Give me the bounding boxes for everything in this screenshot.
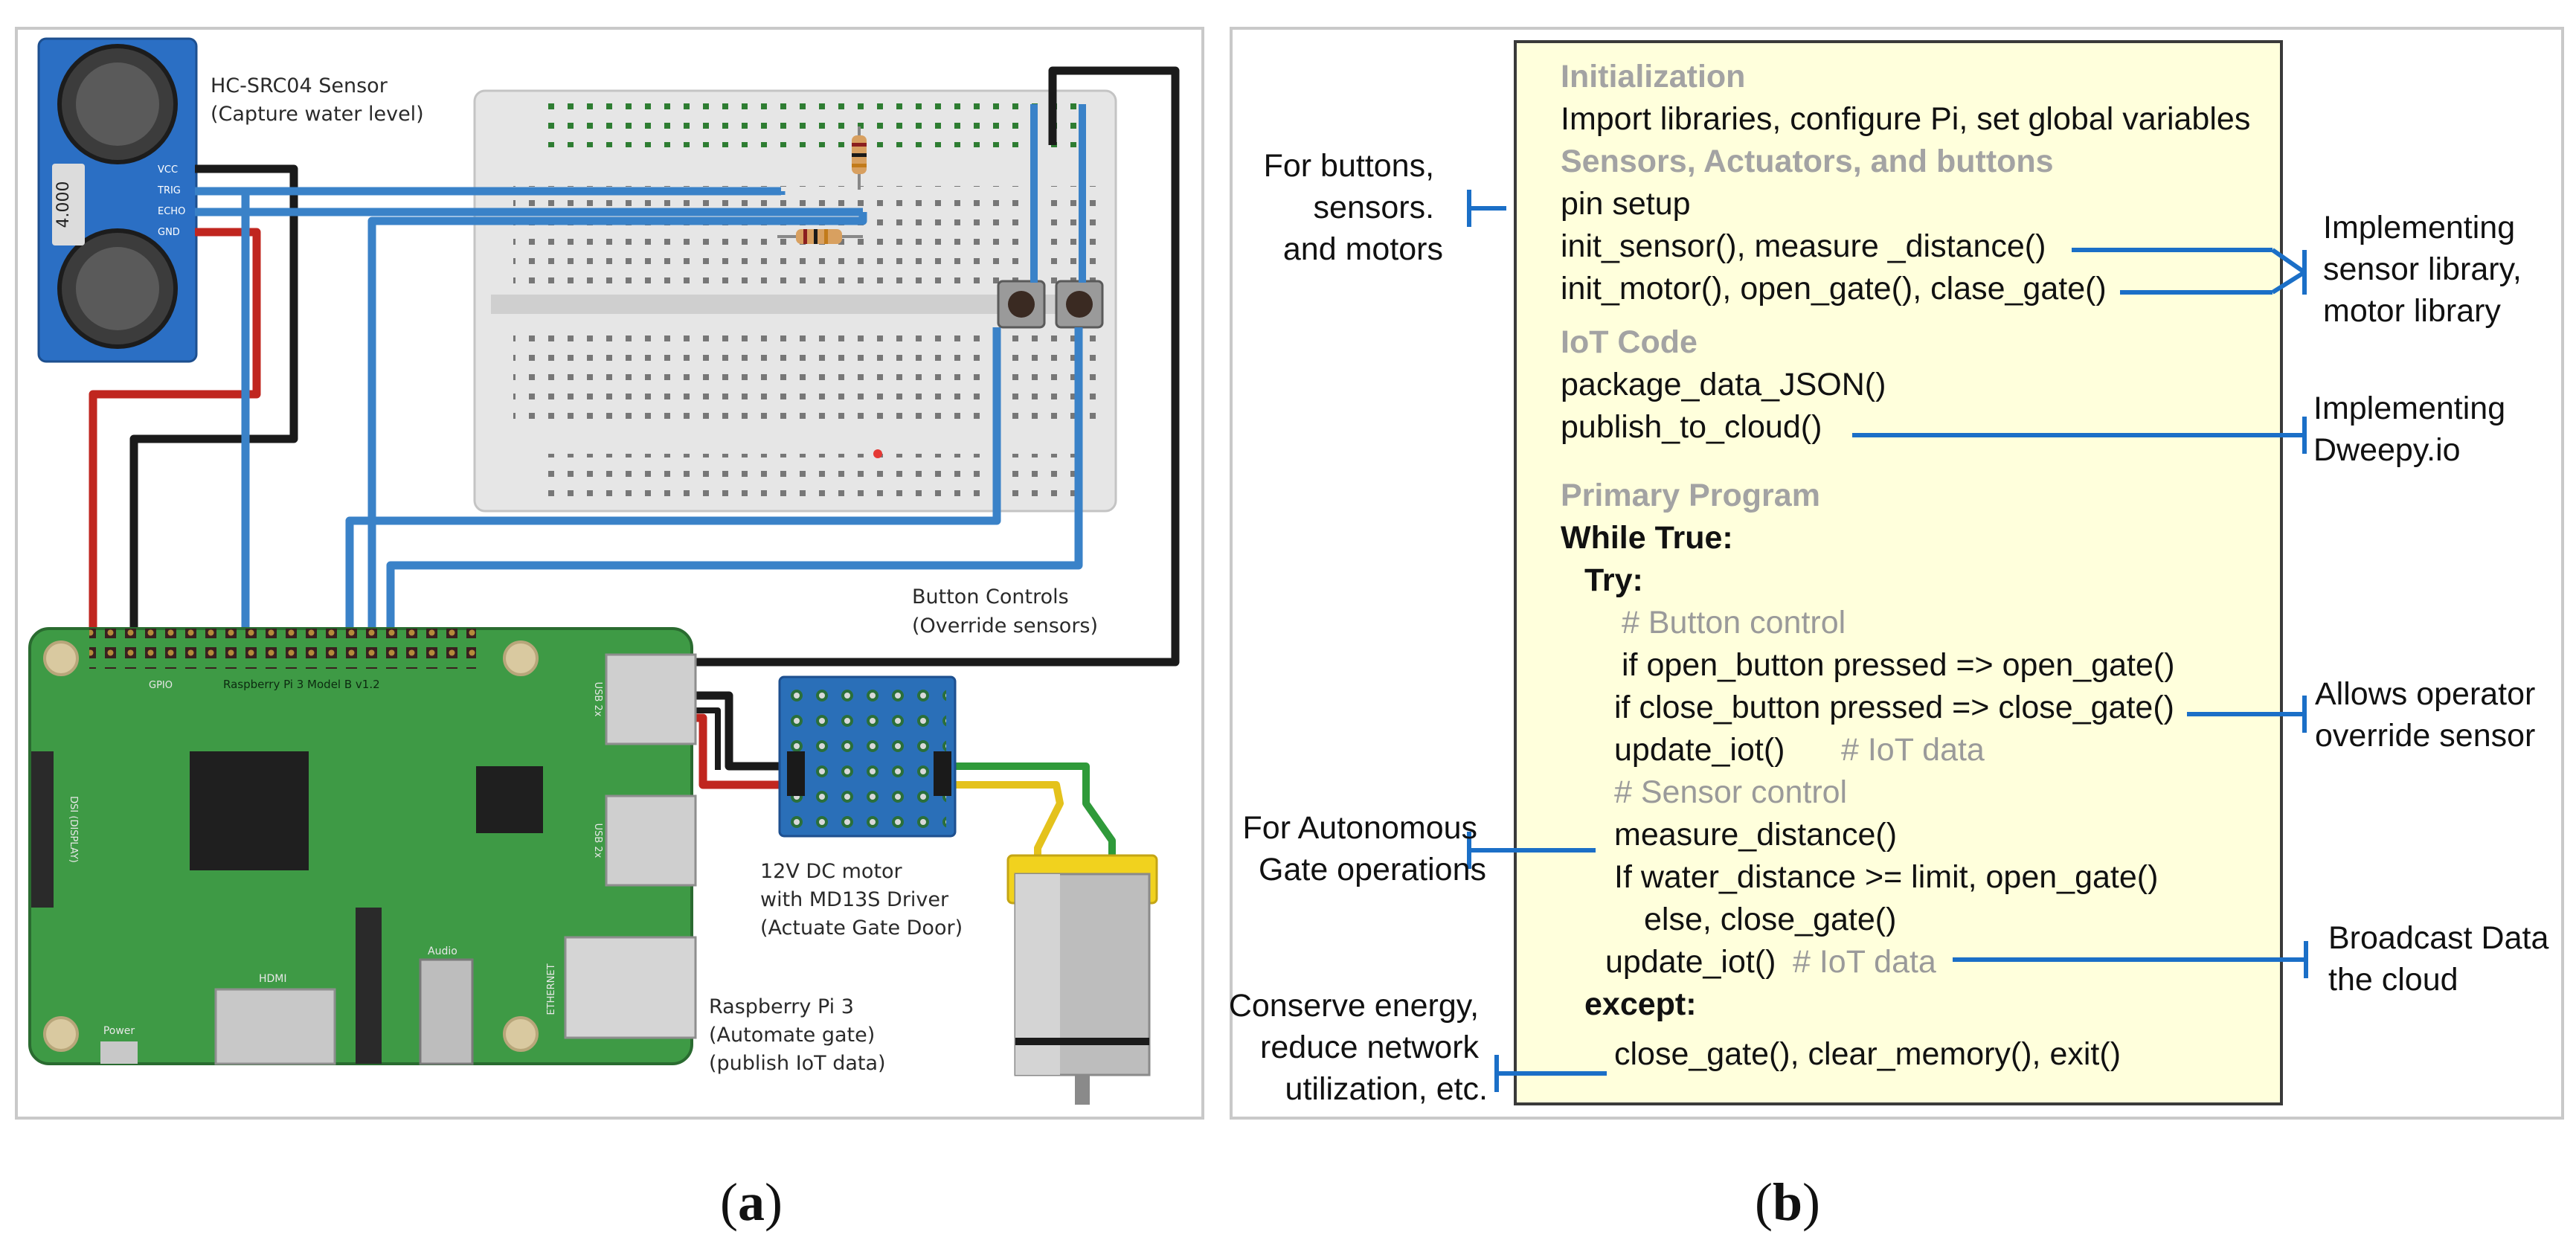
annotation-right-broadcast: Broadcast Data the cloud (2328, 920, 2557, 998)
buttons-title: Button Controls (912, 585, 1069, 609)
code-lines: Initialization Import libraries, configu… (1561, 59, 2250, 1072)
code-line: measure_distance() (1614, 817, 1897, 853)
dc-motor (1006, 854, 1158, 1105)
resistor-2 (777, 229, 863, 244)
code-line: publish_to_cloud() (1561, 409, 1822, 445)
connectors (1467, 190, 2308, 1092)
code-box (1514, 40, 2283, 1105)
code-line: else, close_gate() (1644, 902, 1896, 937)
ultrasonic-sensor: 4.000 VCC TRIG ECHO GND (37, 37, 198, 363)
pi-label-3: (publish IoT data) (709, 1052, 886, 1075)
code-line: except: (1584, 986, 1697, 1022)
code-line: if open_button pressed => open_gate() (1622, 647, 2175, 683)
code-line-comment: # IoT data (1841, 732, 1985, 768)
push-button-close (1055, 280, 1104, 329)
code-line: Initialization (1561, 59, 1745, 94)
code-line: # Sensor control (1614, 774, 1847, 810)
raspberry-pi-board: Raspberry Pi 3 Model B v1.2 GPIO HDMI Au… (28, 627, 697, 1065)
annotation-right-override: Allows operator override sensor (2315, 676, 2544, 754)
annotation-left-autonomous: For Autonomous Gate operations (1243, 810, 1486, 887)
code-line-comment: # IoT data (1793, 944, 1936, 980)
power-label: Power (103, 1025, 135, 1037)
sensor-pin-gnd: GND (158, 227, 180, 238)
annotation-left-buttons: For buttons, sensors. and motors (1264, 148, 1443, 267)
resistor-1 (852, 126, 867, 190)
code-line: If water_distance >= limit, open_gate() (1614, 859, 2158, 895)
usb-1-label: USB 2x (592, 682, 603, 717)
push-button-open (997, 280, 1046, 329)
code-line: update_iot() (1614, 732, 1785, 768)
pi-label-2: (Automate gate) (709, 1024, 875, 1047)
motor-label-1: 12V DC motor (760, 860, 903, 883)
buttons-subtitle: (Override sensors) (912, 614, 1098, 638)
code-line: IoT Code (1561, 324, 1697, 360)
code-line: Try: (1584, 562, 1643, 598)
annotation-left-conserve: Conserve energy, reduce network utilizat… (1229, 988, 1488, 1107)
panel-b: Initialization Import libraries, configu… (1229, 27, 2564, 1232)
code-line: close_gate(), clear_memory(), exit() (1614, 1036, 2121, 1072)
panel-a-labels: HC-SRC04 Sensor (Capture water level) Bu… (211, 74, 1098, 1075)
code-line: Import libraries, configure Pi, set glob… (1561, 101, 2250, 137)
code-line: package_data_JSON() (1561, 367, 1886, 402)
code-line: Primary Program (1561, 478, 1820, 513)
sensor-face-text: 4.000 (54, 182, 73, 228)
code-line: update_iot() (1605, 944, 1776, 980)
hdmi-label: HDMI (259, 973, 287, 985)
code-line: init_motor(), open_gate(), clase_gate() (1561, 271, 2107, 306)
pi-gpio-text: GPIO (149, 680, 173, 691)
code-line: Sensors, Actuators, and buttons (1561, 144, 2054, 179)
breadboard (473, 89, 1117, 513)
panel-a: 4.000 VCC TRIG ECHO GND (15, 27, 1204, 1232)
code-line: While True: (1561, 520, 1733, 556)
code-line: if close_button pressed => close_gate() (1614, 690, 2174, 725)
code-line: pin setup (1561, 186, 1691, 222)
caption-b: (b) (1755, 1172, 1820, 1232)
motor-label-2: with MD13S Driver (760, 888, 949, 911)
motor-driver (778, 675, 957, 838)
sensor-pin-echo: ECHO (158, 206, 185, 217)
code-line: init_sensor(), measure _distance() (1561, 228, 2046, 264)
motor-label-3: (Actuate Gate Door) (760, 916, 963, 940)
annotation-right-dweepy: Implementing Dweepy.io (2313, 391, 2514, 468)
annotation-right-libraries: Implementing sensor library, motor libra… (2323, 210, 2531, 329)
pi-model-text: Raspberry Pi 3 Model B v1.2 (223, 678, 380, 691)
sensor-pin-trig: TRIG (157, 185, 181, 196)
annotations: For buttons, sensors. and motors For Aut… (1229, 148, 2557, 1107)
sensor-title: HC-SRC04 Sensor (211, 74, 388, 97)
usb-2-label: USB 2x (592, 823, 603, 858)
dsi-label: DSI (DISPLAY) (68, 796, 79, 863)
ethernet-label: ETHERNET (546, 963, 557, 1015)
caption-a: (a) (720, 1172, 783, 1232)
code-line: # Button control (1622, 605, 1846, 640)
pi-label-1: Raspberry Pi 3 (709, 995, 854, 1018)
sensor-subtitle: (Capture water level) (211, 103, 424, 126)
audio-label: Audio (428, 945, 457, 957)
sensor-pin-vcc: VCC (158, 164, 178, 176)
